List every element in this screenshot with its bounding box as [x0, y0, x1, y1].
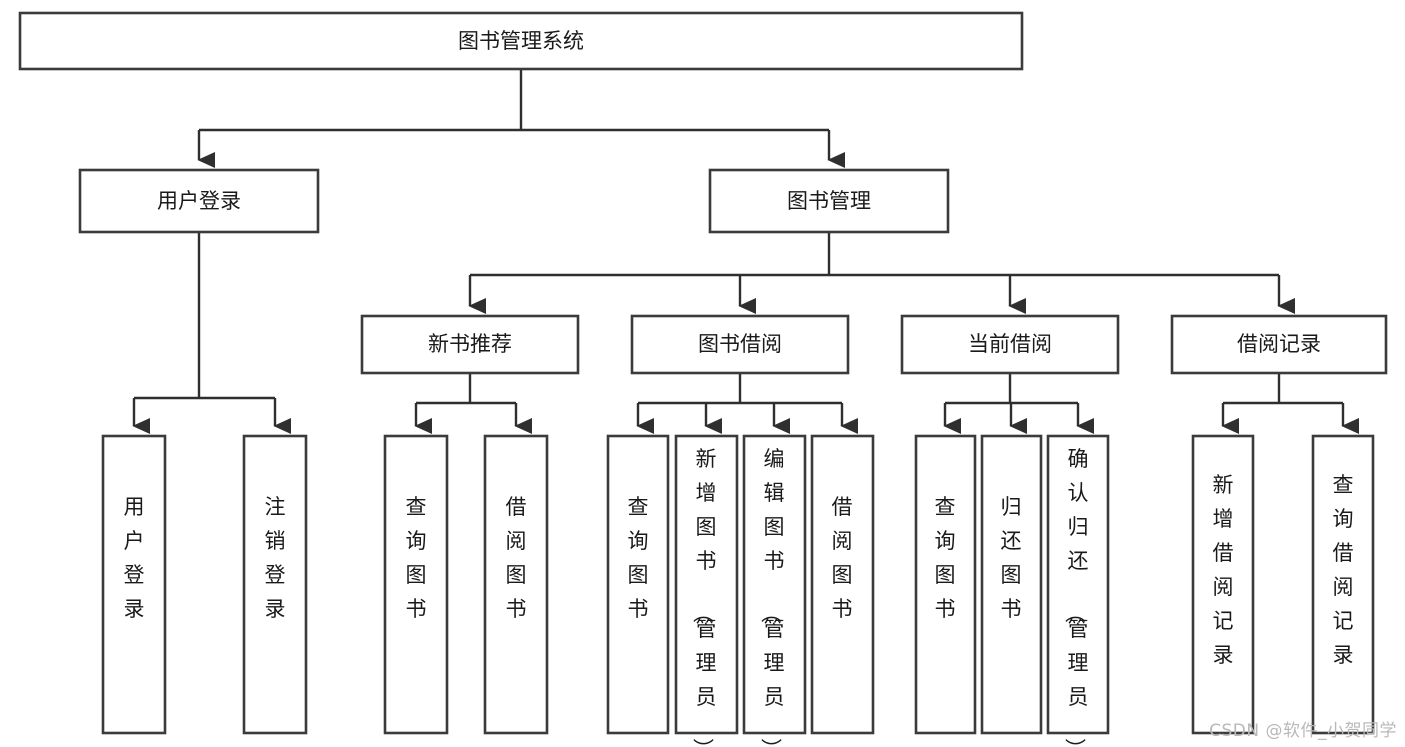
node-new-book-recommend-label: 新书推荐 [428, 332, 512, 356]
node-current-borrow[interactable]: 当前借阅 [900, 314, 1120, 375]
node-leaf-query-book-current-label: 查询图书 [935, 495, 956, 621]
node-leaf-confirm-return-box[interactable] [1046, 434, 1110, 735]
node-leaf-logout-login-label: 注销登录 [265, 495, 286, 621]
connector-group-book-management [468, 232, 1295, 314]
node-new-book-recommend[interactable]: 新书推荐 [360, 314, 580, 375]
node-leaf-borrow-book-new-label: 借阅图书 [506, 495, 527, 621]
node-leaf-edit-book-label: 编辑图书（管理员） [759, 447, 785, 747]
node-leaf-query-record[interactable]: 查询借阅记录 [1311, 434, 1375, 735]
connector-group-book-borrow [636, 373, 858, 434]
node-leaf-borrow-book-label: 借阅图书 [832, 495, 853, 621]
csdn-watermark: CSDN @软件_小贺同学 [1209, 721, 1397, 741]
node-leaf-query-book-current[interactable]: 查询图书 [914, 434, 977, 735]
connector-group-user-login [132, 232, 291, 434]
node-book-borrow-label: 图书借阅 [698, 332, 782, 356]
node-leaf-add-book-label: 新增图书（管理员） [691, 447, 717, 747]
node-borrow-records-label: 借阅记录 [1237, 332, 1321, 356]
node-leaf-add-record[interactable]: 新增借阅记录 [1191, 434, 1255, 735]
node-user-login-label: 用户登录 [157, 189, 241, 213]
node-leaf-return-book-box[interactable] [980, 434, 1043, 735]
node-leaf-edit-book[interactable]: 编辑图书（管理员） [742, 434, 807, 747]
node-leaf-user-login[interactable]: 用户登录 [101, 434, 167, 735]
node-leaf-borrow-book-new[interactable]: 借阅图书 [483, 434, 549, 735]
node-leaf-query-book-borrow-box[interactable] [606, 434, 670, 735]
leaf-node-group: 用户登录 注销登录 查询图书 借阅图书 查询图书 新增图书（管理员） [101, 434, 1375, 747]
node-current-borrow-label: 当前借阅 [968, 332, 1052, 356]
node-leaf-add-record-box[interactable] [1191, 434, 1255, 735]
node-leaf-edit-book-box[interactable] [742, 434, 807, 735]
node-user-login-box[interactable] [78, 168, 320, 234]
node-borrow-records[interactable]: 借阅记录 [1170, 314, 1388, 375]
node-leaf-user-login-label: 用户登录 [124, 495, 145, 621]
node-leaf-logout-login-box[interactable] [242, 434, 308, 735]
node-leaf-borrow-book-box[interactable] [810, 434, 875, 735]
node-leaf-query-book-borrow-label: 查询图书 [628, 495, 649, 621]
node-leaf-query-book-new-box[interactable] [383, 434, 449, 735]
node-leaf-add-record-label: 新增借阅记录 [1213, 473, 1234, 667]
connector-group-current-borrow [943, 373, 1094, 434]
node-leaf-query-record-box[interactable] [1311, 434, 1375, 735]
connector-group-new-book-recommend [414, 373, 532, 434]
node-borrow-records-box[interactable] [1170, 314, 1388, 375]
node-leaf-query-book-borrow[interactable]: 查询图书 [606, 434, 670, 735]
node-user-login[interactable]: 用户登录 [78, 168, 320, 234]
node-leaf-user-login-box[interactable] [101, 434, 167, 735]
node-leaf-confirm-return[interactable]: 确认归还（管理员） [1046, 434, 1110, 747]
node-root-label: 图书管理系统 [458, 29, 584, 53]
node-leaf-borrow-book[interactable]: 借阅图书 [810, 434, 875, 735]
node-leaf-return-book-label: 归还图书 [1001, 495, 1022, 621]
node-book-management[interactable]: 图书管理 [708, 168, 950, 234]
node-book-management-box[interactable] [708, 168, 950, 234]
connector-group-root [197, 69, 845, 168]
node-book-borrow-box[interactable] [630, 314, 850, 375]
node-leaf-add-book[interactable]: 新增图书（管理员） [674, 434, 739, 747]
node-root[interactable]: 图书管理系统 [18, 11, 1024, 71]
node-new-book-recommend-box[interactable] [360, 314, 580, 375]
node-root-box[interactable] [18, 11, 1024, 71]
node-leaf-return-book[interactable]: 归还图书 [980, 434, 1043, 735]
node-leaf-query-book-new[interactable]: 查询图书 [383, 434, 449, 735]
node-leaf-query-record-label: 查询借阅记录 [1333, 473, 1354, 667]
node-leaf-query-book-new-label: 查询图书 [406, 495, 427, 621]
node-leaf-add-book-box[interactable] [674, 434, 739, 735]
node-book-borrow[interactable]: 图书借阅 [630, 314, 850, 375]
connector-group-borrow-records [1221, 373, 1359, 434]
node-leaf-query-book-current-box[interactable] [914, 434, 977, 735]
node-current-borrow-box[interactable] [900, 314, 1120, 375]
node-leaf-logout-login[interactable]: 注销登录 [242, 434, 308, 735]
node-book-management-label: 图书管理 [787, 189, 871, 213]
node-leaf-confirm-return-label: 确认归还（管理员） [1063, 447, 1089, 747]
node-leaf-borrow-book-new-box[interactable] [483, 434, 549, 735]
